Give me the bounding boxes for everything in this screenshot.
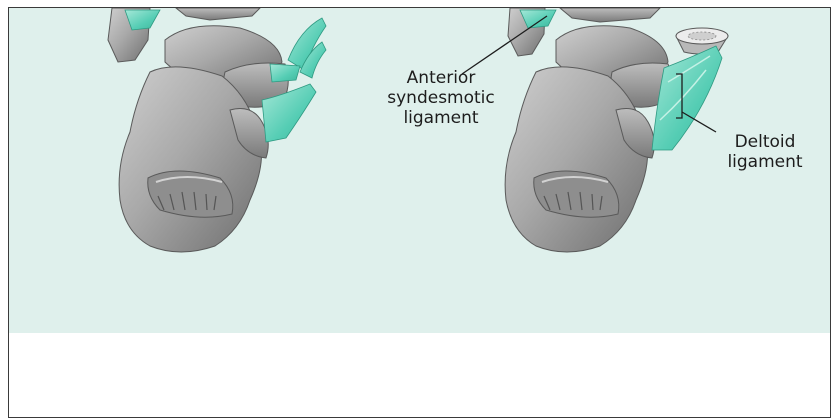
anterior-syndesmotic-line-1: Anterior	[371, 68, 511, 88]
anterior-syndesmotic-label: Anterior syndesmotic ligament	[371, 68, 511, 128]
ankle-illustration	[9, 8, 830, 333]
anterior-syndesmotic-line-2: syndesmotic	[371, 88, 511, 108]
illustration-panel: Anterior syndesmotic ligament Deltoid li…	[9, 8, 830, 333]
deltoid-line-2: ligament	[715, 152, 815, 172]
deltoid-line-1: Deltoid	[715, 132, 815, 152]
anterior-syndesmotic-line-3: ligament	[371, 108, 511, 128]
deltoid-label: Deltoid ligament	[715, 132, 815, 172]
